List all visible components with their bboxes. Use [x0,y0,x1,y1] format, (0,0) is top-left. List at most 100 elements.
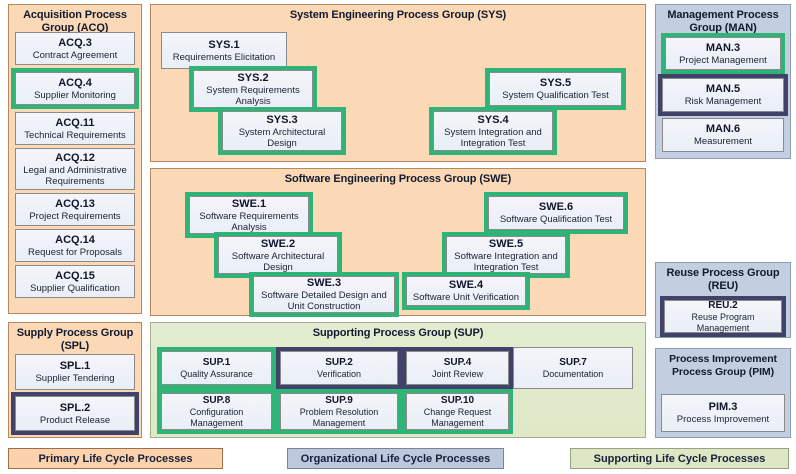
legend-organizational: Organizational Life Cycle Processes [287,448,504,469]
highlight-swe1: SWE.1 Software Requirements Analysis [185,192,313,238]
legend-primary: Primary Life Cycle Processes [8,448,223,469]
process-id: ACQ.14 [55,233,95,246]
process-id: ACQ.4 [58,76,92,89]
highlight-swe3: SWE.3 Software Detailed Design and Unit … [249,272,399,317]
process-name: Software Qualification Test [499,214,613,225]
process-name: Technical Requirements [24,129,126,141]
process-box-acq12[interactable]: ACQ.12 Legal and Administrative Requirem… [15,148,135,190]
process-box-swe5[interactable]: SWE.5 Software Integration and Integrati… [446,236,566,274]
process-name: Request for Proposals [28,246,122,258]
process-box-spl1[interactable]: SPL.1 Supplier Tendering [15,354,135,390]
process-id: PIM.3 [708,401,738,413]
process-box-swe4[interactable]: SWE.4 Software Unit Verification [406,276,526,306]
process-id: SYS.2 [237,71,269,84]
process-box-sup9[interactable]: SUP.9 Problem Resolution Management [280,393,398,430]
group-title-sys: System Engineering Process Group (SYS) [289,9,507,21]
process-box-sup2[interactable]: SUP.2 Verification [280,351,398,385]
highlight-sup4: SUP.4 Joint Review [402,347,513,389]
process-box-acq4[interactable]: ACQ.4 Supplier Monitoring [15,72,135,105]
process-box-sys1[interactable]: SYS.1 Requirements Elicitation [161,32,287,69]
process-name: Quality Assurance [180,368,253,379]
process-name: Software Requirements Analysis [199,210,299,233]
highlight-sys3: SYS.3 System Architectural Design [218,107,346,155]
legend-organizational-label: Organizational Life Cycle Processes [300,452,491,465]
process-name: Supplier Tendering [35,373,115,384]
process-box-man6[interactable]: MAN.6 Measurement [662,118,784,152]
process-name: Joint Review [431,368,484,379]
process-id: MAN.5 [705,83,741,95]
process-id: SUP.8 [202,395,231,406]
process-name: Legal and Administrative Requirements [23,164,127,187]
process-box-acq15[interactable]: ACQ.15 Supplier Qualification [15,265,135,298]
process-box-acq13[interactable]: ACQ.13 Project Requirements [15,193,135,226]
process-box-pim3[interactable]: PIM.3 Process Improvement [661,394,785,432]
group-title-reu: Reuse Process Group (REU) [666,267,780,292]
process-box-reu2[interactable]: REU.2 Reuse Program Management [664,300,782,333]
process-id: ACQ.15 [55,269,95,282]
process-box-swe3[interactable]: SWE.3 Software Detailed Design and Unit … [253,276,395,313]
process-id: SWE.2 [260,237,296,250]
highlight-sys4: SYS.4 System Integration and Integration… [429,107,557,155]
process-name: Product Release [39,414,111,426]
process-id: REU.2 [708,300,738,311]
highlight-swe5: SWE.5 Software Integration and Integrati… [442,232,570,278]
group-title-swe: Software Engineering Process Group (SWE) [284,173,512,185]
process-id: SYS.3 [266,113,298,126]
group-title-pim: Process Improvement Process Group (PIM) [669,353,777,378]
highlight-acq4: ACQ.4 Supplier Monitoring [11,68,139,109]
process-name: Measurement [693,136,753,147]
process-name: Risk Management [684,96,762,107]
process-id: SPL.1 [59,360,91,372]
process-id: SYS.4 [477,113,509,126]
process-id: SUP.10 [440,395,475,406]
process-box-swe6[interactable]: SWE.6 Software Qualification Test [488,196,624,230]
process-name: Supplier Monitoring [34,89,116,101]
process-id: SUP.1 [202,356,231,368]
process-box-spl2[interactable]: SPL.2 Product Release [15,396,135,431]
process-box-acq14[interactable]: ACQ.14 Request for Proposals [15,229,135,262]
process-name: Contract Agreement [32,49,118,61]
process-box-man3[interactable]: MAN.3 Project Management [665,37,781,70]
highlight-reu2: REU.2 Reuse Program Management [660,296,786,337]
highlight-sup2: SUP.2 Verification [276,347,402,389]
process-box-sup7[interactable]: SUP.7 Documentation [513,347,633,389]
process-id: ACQ.13 [55,197,95,210]
highlight-sys2: SYS.2 System Requirements Analysis [189,66,317,112]
process-box-sys4[interactable]: SYS.4 System Integration and Integration… [433,111,553,151]
process-box-sup1[interactable]: SUP.1 Quality Assurance [161,351,272,385]
process-id: SYS.5 [539,77,572,89]
process-name: Software Integration and Integration Tes… [454,250,558,273]
highlight-swe2: SWE.2 Software Architectural Design [214,232,342,278]
process-id: SWE.6 [538,201,574,213]
group-title-man: Management Process Group (MAN) [667,9,779,34]
legend-supporting-label: Supporting Life Cycle Processes [593,452,766,465]
process-name: Change Request Management [423,407,492,428]
highlight-sup9: SUP.9 Problem Resolution Management [276,389,402,434]
process-box-acq3[interactable]: ACQ.3 Contract Agreement [15,32,135,65]
process-name: Problem Resolution Management [299,407,379,428]
highlight-spl2: SPL.2 Product Release [11,392,139,435]
process-name: Supplier Qualification [30,282,120,294]
process-box-sys3[interactable]: SYS.3 System Architectural Design [222,111,342,151]
process-box-sup10[interactable]: SUP.10 Change Request Management [406,393,509,430]
process-box-sup4[interactable]: SUP.4 Joint Review [406,351,509,385]
process-box-sup8[interactable]: SUP.8 Configuration Management [161,393,272,430]
process-name: Requirements Elicitation [172,51,276,63]
process-name: Configuration Management [189,407,244,428]
process-name: Software Detailed Design and Unit Constr… [261,290,387,312]
process-name: Reuse Program Management [691,312,755,333]
highlight-sup8: SUP.8 Configuration Management [157,389,276,434]
process-box-sys2[interactable]: SYS.2 System Requirements Analysis [193,70,313,108]
process-box-swe1[interactable]: SWE.1 Software Requirements Analysis [189,196,309,234]
process-box-acq11[interactable]: ACQ.11 Technical Requirements [15,112,135,145]
process-box-man5[interactable]: MAN.5 Risk Management [662,78,784,112]
highlight-swe6: SWE.6 Software Qualification Test [484,192,628,234]
process-id: SWE.1 [231,197,267,210]
process-name: Project Requirements [29,210,121,222]
process-id: SYS.1 [208,38,240,51]
process-name: System Requirements Analysis [206,84,300,107]
process-name: Software Unit Verification [412,292,520,303]
process-box-sys5[interactable]: SYS.5 System Qualification Test [489,72,622,106]
process-box-swe2[interactable]: SWE.2 Software Architectural Design [218,236,338,274]
process-name: Process Improvement [676,414,770,425]
